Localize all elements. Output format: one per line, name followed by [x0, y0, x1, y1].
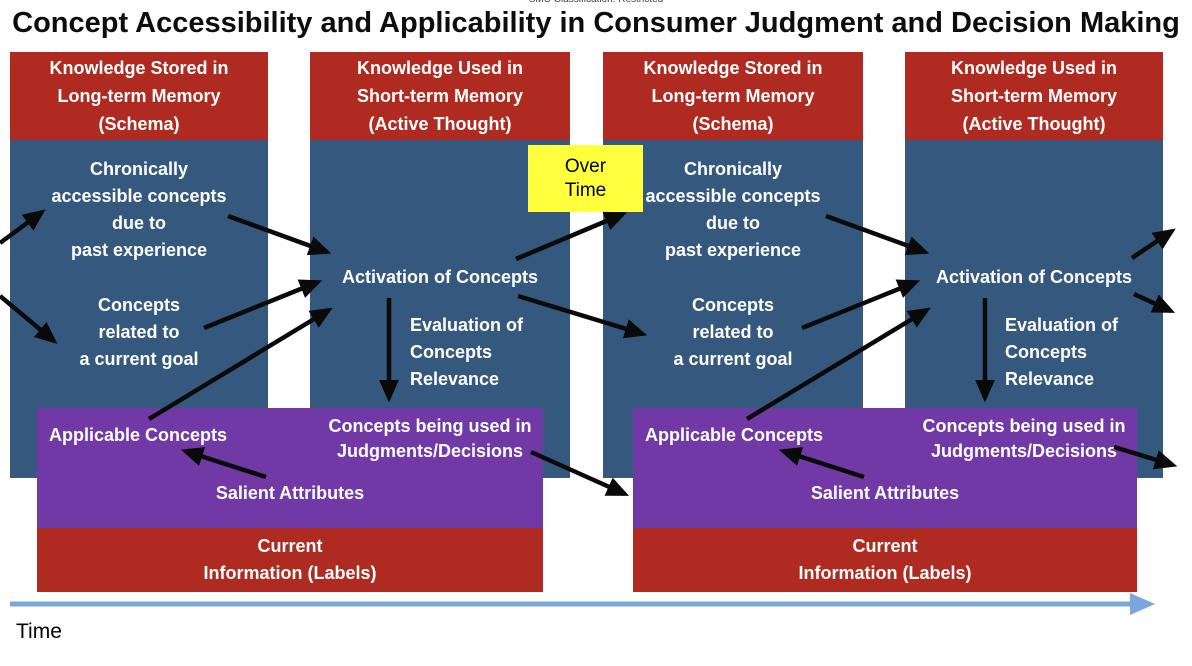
t2-activation-label: Activation of Concepts: [935, 267, 1132, 287]
t1-stm-header-box: Knowledge Used in Short-term Memory (Act…: [310, 52, 570, 140]
t2-evaluation-label: Evaluation of Concepts Relevance: [1005, 315, 1119, 389]
diagram-title: Concept Accessibility and Applicability …: [12, 7, 1180, 39]
t2-used-in-judgments-label: Concepts being used in Judgments/Decisio…: [922, 416, 1126, 461]
t2-stm-header-box: Knowledge Used in Short-term Memory (Act…: [905, 52, 1163, 140]
t1-salient-attributes-label: Salient Attributes: [215, 483, 365, 503]
t1-applicability-box: Applicable Concepts Concepts being used …: [37, 408, 543, 528]
t2-goal-concepts-label: Concepts related to a current goal: [673, 295, 793, 369]
t1-ltm-header-box: Knowledge Stored in Long-term Memory (Sc…: [10, 52, 268, 140]
t1-activation-label: Activation of Concepts: [341, 267, 538, 287]
t1-applicable-concepts-label: Applicable Concepts: [49, 425, 228, 445]
t1-evaluation-label: Evaluation of Concepts Relevance: [410, 315, 524, 389]
t1-chronic-concepts-label: Chronically accessible concepts due to p…: [51, 159, 227, 260]
t1-goal-concepts-label: Concepts related to a current goal: [79, 295, 199, 369]
t2-current-information-box: Current Information (Labels): [633, 528, 1137, 592]
time-axis-label: Time: [16, 620, 62, 643]
t2-applicable-concepts-label: Applicable Concepts: [645, 425, 824, 445]
t2-salient-attributes-label: Salient Attributes: [810, 483, 960, 503]
over-time-note: Over Time: [528, 145, 643, 212]
t2-chronic-concepts-label: Chronically accessible concepts due to p…: [645, 159, 821, 260]
t2-applicability-box: Applicable Concepts Concepts being used …: [633, 408, 1137, 528]
t1-used-in-judgments-label: Concepts being used in Judgments/Decisio…: [328, 416, 532, 461]
t1-current-information-box: Current Information (Labels): [37, 528, 543, 592]
classification-banner: SMU Classification: Restricted: [0, 0, 1192, 5]
t2-ltm-header-box: Knowledge Stored in Long-term Memory (Sc…: [603, 52, 863, 140]
